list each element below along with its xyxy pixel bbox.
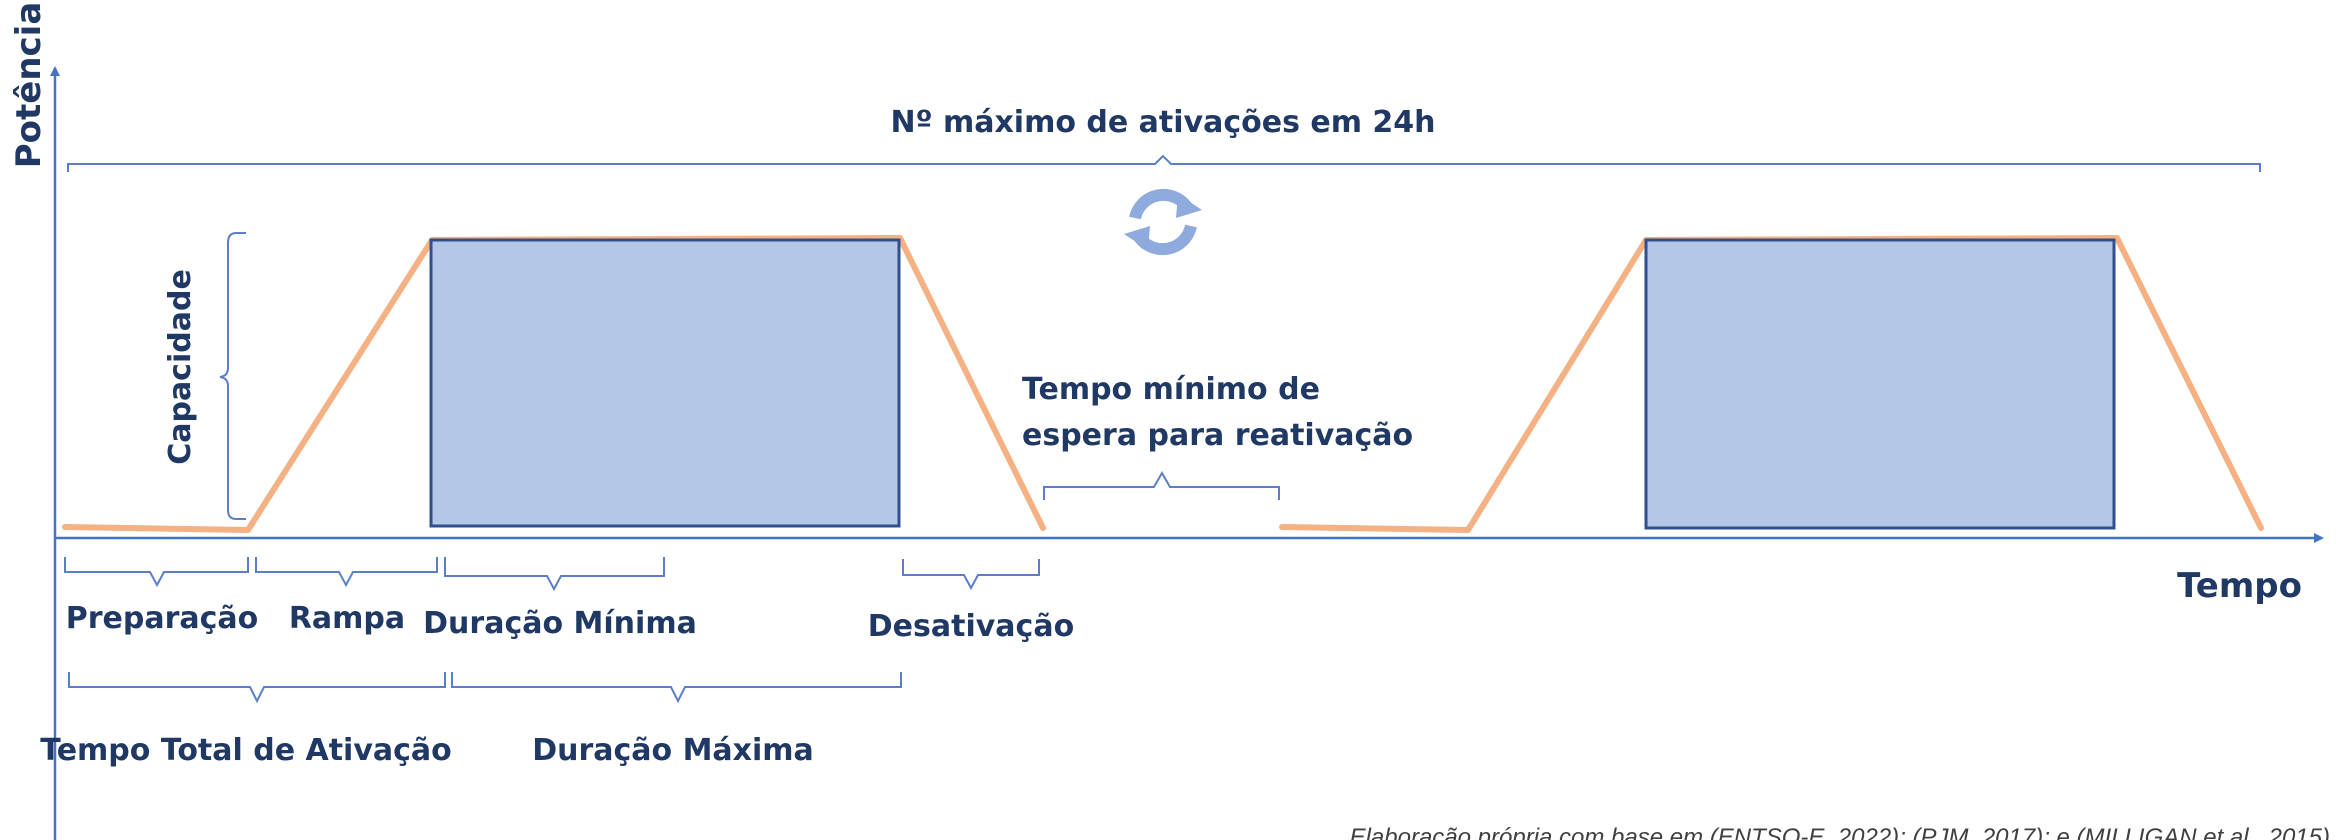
capacity-brace xyxy=(219,232,246,520)
max-activations-label: Nº máximo de ativações em 24h xyxy=(890,105,1435,140)
max-activations-bracket xyxy=(67,154,2261,172)
max-duration-brace xyxy=(451,672,902,704)
capacity-label: Capacidade xyxy=(163,269,198,465)
preparation-brace xyxy=(64,557,249,588)
total-activation-label: Tempo Total de Ativação xyxy=(40,733,452,768)
wait-time-brace xyxy=(1043,470,1280,500)
activation-block-2 xyxy=(1644,238,2116,530)
refresh-icon xyxy=(1124,188,1202,256)
ramp-brace xyxy=(255,557,438,588)
source-note: Elaboração própria com base em (ENTSO-E,… xyxy=(1350,824,2330,840)
deactivation-label: Desativação xyxy=(868,609,1074,644)
wait-time-label-line1: Tempo mínimo de xyxy=(1022,372,1320,407)
min-duration-brace xyxy=(444,557,665,592)
max-duration-label: Duração Máxima xyxy=(532,733,814,768)
y-axis-label: Potência xyxy=(9,2,49,169)
x-axis-label: Tempo xyxy=(2177,566,2302,606)
preparation-label: Preparação xyxy=(66,601,259,636)
ramp-label: Rampa xyxy=(289,601,405,636)
deactivation-brace xyxy=(902,559,1040,591)
min-duration-label: Duração Mínima xyxy=(423,606,697,641)
wait-time-label-line2: espera para reativação xyxy=(1022,418,1413,453)
total-activation-brace xyxy=(68,672,446,704)
activation-block-1 xyxy=(429,238,901,528)
